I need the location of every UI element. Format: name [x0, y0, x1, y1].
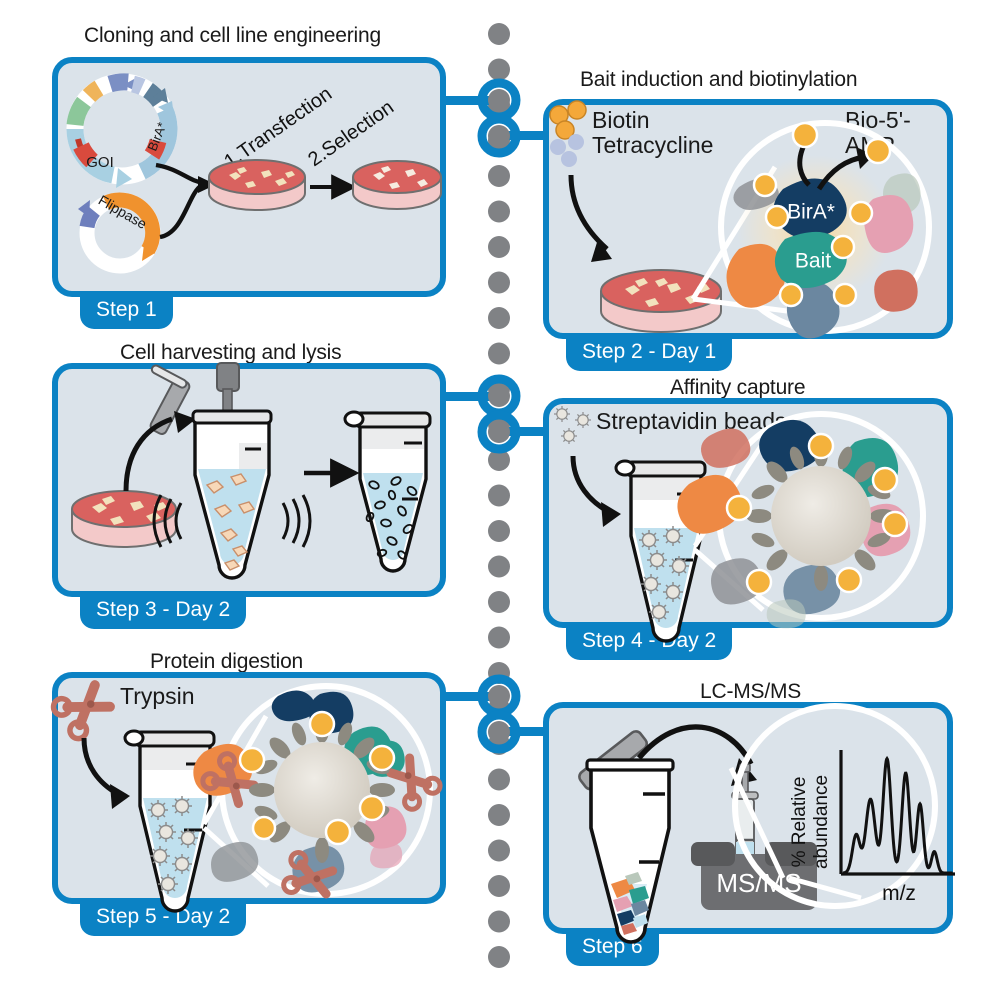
trypsin-label: Trypsin	[120, 683, 195, 709]
spectrum-ylabel-line1: % Relative	[789, 777, 810, 868]
streptavidin-beads-label: Streptavidin beads	[596, 408, 787, 434]
inject-arrow	[636, 724, 754, 766]
panel-step1-step-tab: Step 1	[80, 291, 173, 329]
timeline-dot	[488, 342, 510, 365]
timeline-dot	[488, 555, 510, 578]
panel-step5-art	[50, 672, 446, 913]
connector-step1-step2	[440, 78, 554, 158]
panel-step2-step-tab: Step 2 - Day 1	[566, 333, 733, 371]
prey-protein-cluster	[726, 173, 921, 339]
timeline-dot	[488, 58, 510, 81]
timeline-dot	[488, 768, 510, 791]
biotin-icon	[549, 100, 587, 140]
transfection-arrow	[155, 162, 216, 240]
connector-step5-step6	[440, 674, 554, 754]
panel-step2-art: BirA* Bait	[549, 100, 932, 339]
tetracycline-label: Tetracycline	[592, 132, 714, 158]
peptide-mix	[611, 872, 649, 935]
timeline-dot	[488, 946, 510, 968]
timeline-dot	[488, 484, 510, 507]
biotin-tag-group	[238, 710, 396, 846]
timeline-dot	[488, 839, 510, 862]
streptavidin-bead-large	[746, 441, 896, 591]
timeline-dot	[488, 23, 510, 45]
streptavidin-bead-icon-group	[553, 405, 592, 445]
cell-scraper-icon	[149, 364, 191, 435]
biotin-label: Biotin	[592, 107, 650, 133]
microtube-peptides	[578, 730, 675, 944]
bait-protein: Bait	[774, 231, 847, 288]
panel-step5-title: Protein digestion	[150, 650, 304, 673]
petri-dish-induced	[600, 269, 722, 333]
timeline-dot	[488, 271, 510, 294]
scrape-arrow	[123, 416, 173, 492]
panel-step2-title: Bait induction and biotinylation	[580, 68, 858, 91]
timeline-dot	[488, 236, 510, 258]
biotin-tag-group	[725, 432, 909, 596]
spectrum-xlabel: m/z	[882, 882, 916, 905]
petri-dish-transfected	[208, 159, 306, 211]
biotin-tag-group	[752, 121, 892, 308]
timeline-dot	[488, 626, 510, 649]
timeline-dot	[488, 449, 510, 471]
timeline-dot-group	[488, 23, 510, 968]
panel-step4-title: Affinity capture	[670, 376, 806, 399]
plasmid-flippase: Flippase	[78, 192, 161, 274]
panel-step6-art: MS/MS % Relative abundance m/z	[578, 703, 955, 944]
bio5amp-arrow-head	[856, 147, 874, 169]
bira-enzyme: BirA*	[773, 178, 847, 240]
timeline-dot	[488, 165, 510, 187]
zoom-circle	[732, 703, 938, 909]
svg-text:Bait: Bait	[795, 250, 831, 273]
trypsin-icon	[50, 677, 115, 741]
timeline-dot	[488, 307, 510, 329]
timeline-dot	[488, 200, 510, 223]
spectrum-ylabel-line2: abundance	[811, 775, 832, 869]
trypsin-add-arrow	[81, 737, 120, 797]
panel-step6-title: LC-MS/MS	[700, 680, 802, 703]
panel-step1-title: Cloning and cell line engineering	[84, 24, 381, 47]
plasmid-goi-bira: GOI BirA*	[66, 73, 178, 188]
panel-step1-art: GOI BirA* Flippase 1.Transfection	[66, 73, 442, 274]
trypsin-add-arrow-head	[110, 784, 130, 809]
spectrum-trace	[842, 755, 953, 875]
reagent-arrow	[568, 174, 609, 251]
microtube-lysate	[343, 410, 432, 573]
bead-add-arrow-head	[601, 502, 621, 527]
plasmid-goi-label: GOI	[86, 154, 114, 171]
tetracycline-icon	[550, 134, 584, 167]
scrape-arrow-head	[174, 411, 196, 433]
streptavidin-bead-large	[249, 717, 395, 863]
panel-step4-art	[553, 405, 926, 643]
connector-step3-step4	[440, 374, 554, 454]
svg-text:BirA*: BirA*	[787, 201, 835, 224]
timeline-dot	[488, 875, 510, 897]
panel-step3-title: Cell harvesting and lysis	[120, 341, 342, 364]
panel-step4-step-tab: Step 4 - Day 2	[566, 622, 733, 660]
panel-step3-art	[71, 362, 432, 580]
reagent-arrow-head	[591, 239, 612, 262]
vibration-lines	[152, 494, 312, 548]
timeline-dot	[488, 910, 510, 933]
microtube-digest	[123, 729, 216, 913]
petri-dish-selected	[352, 160, 442, 210]
mass-spectrum-chart: % Relative abundance m/z	[789, 750, 955, 905]
timeline-dot	[488, 804, 510, 826]
timeline-dot	[488, 520, 510, 542]
timeline-dot	[488, 591, 510, 613]
microtube-lysis	[152, 409, 312, 580]
panel-step3-step-tab: Step 3 - Day 2	[80, 591, 247, 629]
